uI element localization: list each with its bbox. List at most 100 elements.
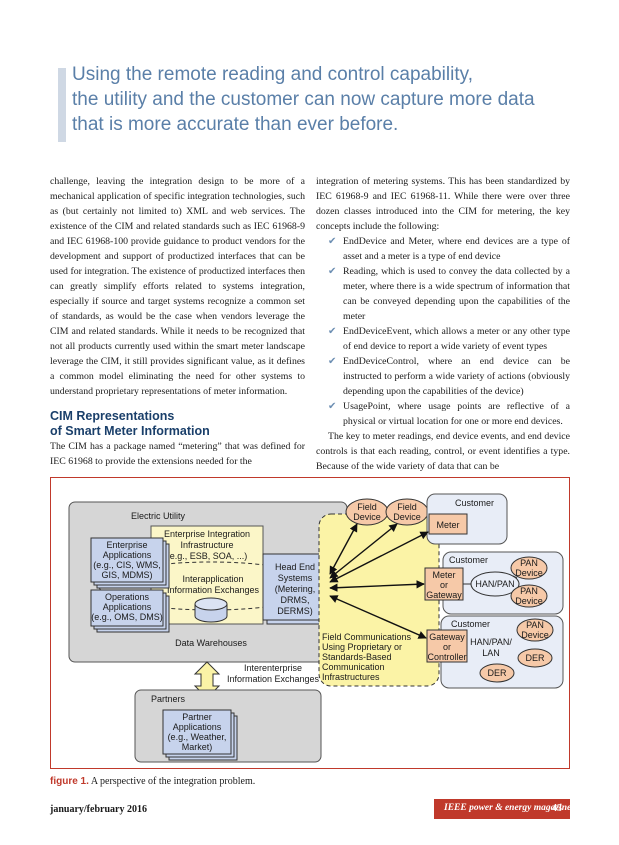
enterprise-apps-label: (e.g., CIS, WMS, — [93, 560, 161, 570]
operations-apps-label: Applications — [103, 602, 152, 612]
enterprise-apps-label: Applications — [103, 550, 152, 560]
gateway-controller-label: Controller — [427, 652, 466, 662]
pan-device-label: Device — [521, 630, 549, 640]
pan-device-label: PAN — [520, 586, 538, 596]
eii-label: Enterprise Integration — [164, 529, 250, 539]
partner-apps-label: Market) — [182, 742, 213, 752]
figure-caption-text: A perspective of the integration problem… — [88, 776, 256, 787]
interapplication-label: Interapplication — [182, 574, 243, 584]
field-device-label: Field — [357, 502, 377, 512]
body-paragraph: The key to meter readings, end device ev… — [316, 431, 570, 472]
pull-quote-line: the utility and the customer can now cap… — [72, 89, 535, 110]
enterprise-apps-box — [90, 537, 164, 583]
head-end-label: DRMS, — [281, 595, 310, 605]
section-heading: CIM Representations of Smart Meter Infor… — [50, 409, 305, 439]
list-item-text: UsagePoint, where usage points are refle… — [343, 401, 570, 427]
han-pan-lan-label: HAN/PAN/ — [470, 637, 512, 647]
operations-apps-label: (e.g., OMS, DMS) — [91, 612, 163, 622]
right-column: integration of metering systems. This ha… — [316, 174, 570, 474]
field-device-label: Device — [393, 512, 421, 522]
left-column: challenge, leaving the integration desig… — [50, 174, 305, 469]
der-node — [517, 648, 553, 668]
operations-apps-label: Operations — [105, 592, 150, 602]
field-comms-label: Field Communications — [322, 632, 412, 642]
field-device-label: Field — [397, 502, 417, 512]
figure-frame: Electric Utility Enterprise Integration … — [50, 477, 570, 769]
magazine-name: IEEE power & energy magazine — [444, 803, 572, 813]
list-item-text: Reading, which is used to convey the dat… — [343, 266, 570, 322]
eii-label: (e.g., ESB, SOA, ...) — [167, 551, 248, 561]
gateway-controller-box — [426, 629, 468, 663]
list-item: ✔ EndDevice and Meter, where end devices … — [316, 234, 570, 264]
body-paragraph: The CIM has a package named “metering” t… — [50, 441, 305, 467]
figure-caption: figure 1. A perspective of the integrati… — [50, 775, 255, 789]
pan-device-label: PAN — [526, 620, 544, 630]
connection-arrow — [329, 580, 425, 592]
pan-device-node — [510, 556, 548, 580]
meter-gateway-label: Meter — [432, 570, 455, 580]
section-heading-line: of Smart Meter Information — [50, 424, 210, 438]
pan-device-node — [516, 618, 554, 642]
head-end-label: (Metering, — [275, 584, 316, 594]
interenterprise-label: Information Exchanges — [227, 674, 320, 684]
interapplication-label: Information Exchanges — [167, 585, 260, 595]
check-icon: ✔ — [328, 266, 337, 277]
body-paragraph: challenge, leaving the integration desig… — [50, 176, 305, 397]
data-warehouses-label: Data Warehouses — [175, 638, 247, 648]
list-item-text: EndDeviceEvent, which allows a meter or … — [343, 326, 570, 352]
han-pan-lan-label: LAN — [482, 648, 500, 658]
magazine-banner: IEEE power & energy magazine 43 — [434, 799, 572, 819]
head-end-label: DERMS) — [277, 606, 313, 616]
field-comms-label: Using Proprietary or — [322, 642, 402, 652]
eii-label: Infrastructure — [180, 540, 233, 550]
pan-device-label: Device — [515, 568, 543, 578]
partner-apps-label: (e.g., Weather, — [168, 732, 227, 742]
enterprise-apps-label: Enterprise — [106, 540, 147, 550]
head-end-label: Head End — [275, 562, 315, 572]
meter-box — [428, 513, 468, 535]
pull-quote-bar — [58, 68, 66, 142]
list-item-text: EndDevice and Meter, where end devices a… — [343, 236, 570, 262]
partners-label: Partners — [151, 694, 186, 704]
check-icon: ✔ — [328, 401, 337, 412]
field-comms-label: Infrastructures — [322, 672, 380, 682]
electric-utility-label: Electric Utility — [131, 511, 186, 521]
der-label: DER — [525, 653, 545, 663]
partner-apps-box — [162, 709, 232, 755]
connection-arrow — [329, 531, 429, 583]
field-comms-label: Standards-Based — [322, 652, 392, 662]
customer-label: Customer — [449, 555, 488, 565]
gateway-controller-label: or — [443, 642, 451, 652]
section-heading-line: CIM Representations — [50, 409, 175, 423]
page-number: 43 — [552, 803, 562, 814]
field-device-label: Device — [353, 512, 381, 522]
gateway-controller-label: Gateway — [429, 632, 465, 642]
list-item-text: EndDeviceControl, where an end device ca… — [343, 356, 570, 397]
list-item: ✔ Reading, which is used to convey the da… — [316, 264, 570, 324]
han-pan-label: HAN/PAN — [475, 579, 514, 589]
connection-arrow — [329, 595, 427, 639]
meter-gateway-label: or — [440, 580, 448, 590]
enterprise-apps-label: GIS, MDMS) — [102, 570, 153, 580]
der-node — [479, 663, 515, 683]
head-end-label: Systems — [278, 573, 313, 583]
pull-quote-line: Using the remote reading and control cap… — [72, 64, 473, 85]
concept-list: ✔ EndDevice and Meter, where end devices … — [316, 234, 570, 429]
check-icon: ✔ — [328, 356, 337, 367]
connection-link — [512, 575, 518, 579]
pull-quote-text: Using the remote reading and control cap… — [72, 62, 562, 137]
list-item: ✔ EndDeviceEvent, which allows a meter or… — [316, 324, 570, 354]
check-icon: ✔ — [328, 236, 337, 247]
list-item: ✔ EndDeviceControl, where an end device c… — [316, 354, 570, 399]
pan-device-label: Device — [515, 596, 543, 606]
operations-apps-box — [90, 589, 164, 627]
partner-apps-label: Applications — [173, 722, 222, 732]
figure-label: figure 1. — [50, 776, 89, 787]
der-label: DER — [487, 668, 507, 678]
integration-diagram: Electric Utility Enterprise Integration … — [68, 493, 564, 763]
check-icon: ✔ — [328, 326, 337, 337]
data-warehouse-icon-top — [194, 597, 228, 611]
meter-gateway-label: Gateway — [426, 590, 462, 600]
pan-device-label: PAN — [520, 558, 538, 568]
pan-device-node — [510, 584, 548, 608]
